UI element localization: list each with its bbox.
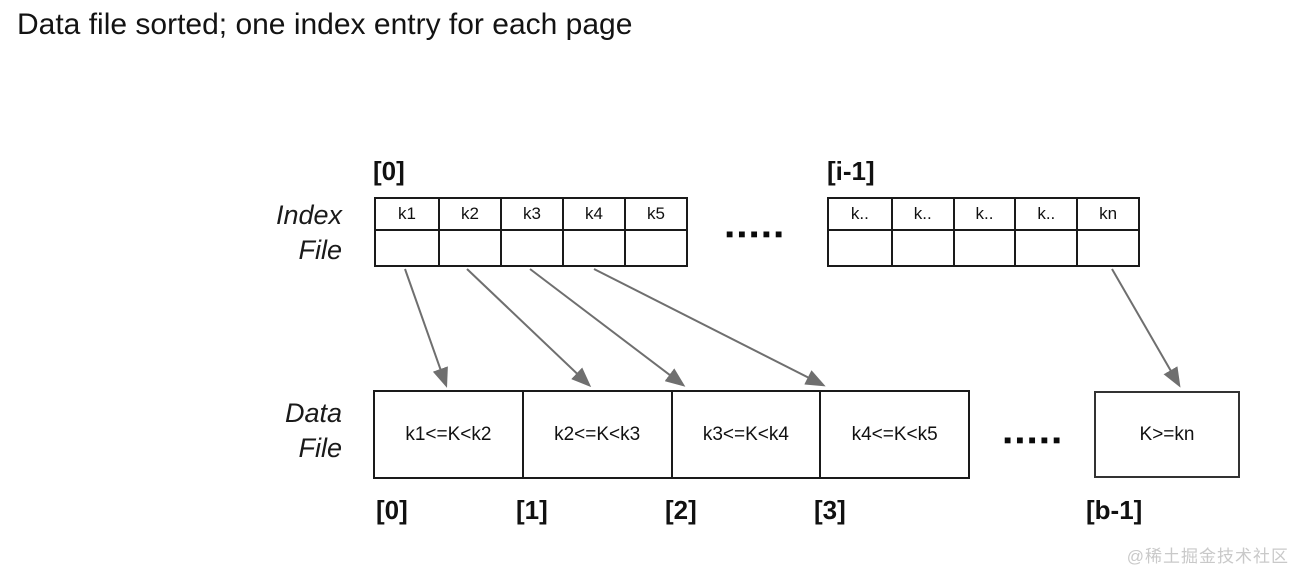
data-file-label-line1: Data [284,398,342,428]
page-title: Data file sorted; one index entry for ea… [17,8,633,41]
page-index-label: [0] [376,495,408,525]
index-file-label: Index File [230,198,342,268]
index-pointer-cell [1076,231,1138,265]
index-key-cell: kn [1076,199,1138,231]
data-file-label: Data File [230,396,342,466]
page-index-label: [b-1] [1086,495,1143,525]
data-last-page-cell: K>=kn [1094,391,1240,478]
page-index-label: [1] [516,495,548,525]
index-file-label-line1: Index [275,200,342,230]
index-to-page-arrow [466,268,592,388]
data-page-cell: k4<=K<k5 [819,392,968,477]
data-page-cell: k2<=K<k3 [521,392,671,477]
index-key-cell: k4 [562,199,624,231]
page-index-label: [2] [665,495,697,525]
index-pointer-cell [1014,231,1076,265]
page-index-label: [3] [814,495,846,525]
index-to-page-arrow [1111,268,1181,388]
ellipsis-icon: ■■■■■ [1004,433,1066,447]
data-file-label-line2: File [298,433,342,464]
index-to-page-arrow [404,268,448,388]
index-key-cell: k.. [952,199,1015,231]
index-to-page-arrow [593,268,826,387]
index-key-cell: k2 [438,199,500,231]
index-key-cell: k.. [829,199,891,231]
watermark: @稀土掘金技术社区 [1126,547,1289,566]
index-pointer-cell [624,231,686,265]
data-page-cell: k1<=K<k2 [405,423,492,445]
index-key-cell: k.. [1014,199,1077,231]
index-pointer-cell [890,231,953,265]
index-pointer-cell [562,231,624,265]
index-block2-position-label: [i-1] [827,156,875,186]
index-key-cell: k5 [624,199,686,231]
index-key-cell: k1 [376,199,438,231]
ellipsis-icon: ■■■■■ [726,227,788,241]
data-file-table: k1<=K<k2 k2<=K<k3 k3<=K<k4 k4<=K<k5 [373,390,970,479]
data-page-cell: k3<=K<k4 [670,392,820,477]
index-to-page-arrow [529,268,686,387]
index-pointer-cell [829,231,891,265]
index-file-label-line2: File [298,235,342,266]
index-key-cell: k3 [500,199,562,231]
index-pointer-cell [500,231,562,265]
index-pointer-cell [438,231,500,265]
index-block1-position-label: [0] [373,156,405,186]
index-table-1: k1 k2 k3 k4 k5 [374,197,688,267]
index-pointer-cell [376,231,438,265]
index-key-cell: k.. [890,199,953,231]
index-table-2: k.. k.. k.. k.. kn [827,197,1140,267]
index-pointer-cell [952,231,1015,265]
